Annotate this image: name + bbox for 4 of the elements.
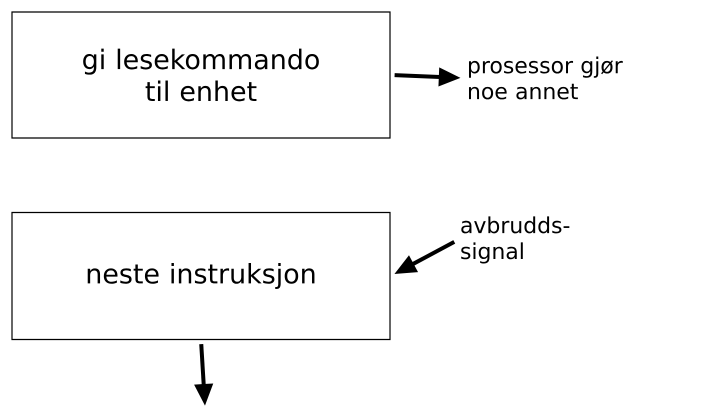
side-text: prosessor gjør noe annet xyxy=(469,56,623,100)
process-box: gi lesekommando til enhet xyxy=(11,11,391,139)
process-box: neste instruksjon xyxy=(11,212,391,340)
side-text: avbrudds- signal xyxy=(461,216,570,264)
